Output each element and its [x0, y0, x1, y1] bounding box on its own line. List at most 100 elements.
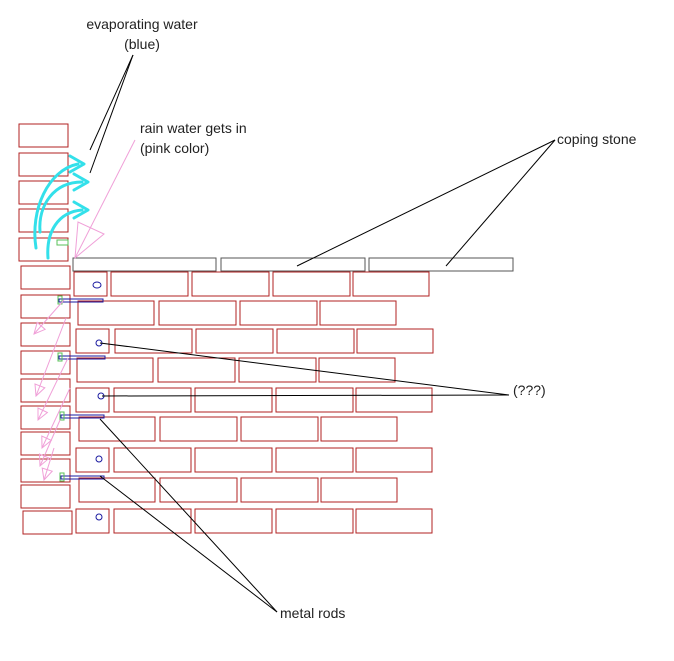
wall-fixtures	[56, 239, 106, 521]
leader-line	[99, 342, 510, 396]
wall-brick	[159, 477, 238, 503]
wall-brick	[20, 322, 71, 347]
wall-brick	[272, 271, 351, 297]
rod-plate	[56, 239, 69, 246]
rain-arrowhead	[33, 321, 47, 335]
wall-brick	[240, 416, 319, 442]
wall-brick	[194, 508, 273, 534]
wall-brick	[275, 447, 354, 473]
wall-brick	[320, 477, 398, 503]
rain-arrow	[35, 317, 67, 397]
wall-brick	[75, 447, 110, 473]
rod-plate	[59, 411, 65, 421]
metal-rod	[60, 414, 105, 419]
wall-brick	[20, 378, 71, 403]
wall-brick	[18, 123, 69, 148]
wall-brick	[75, 328, 110, 354]
rain-arrowhead	[37, 407, 49, 422]
brick-wall	[18, 123, 434, 535]
wall-brick	[20, 265, 71, 290]
wall-brick	[318, 357, 396, 383]
wall-brick	[238, 357, 317, 383]
anchor-circle	[95, 455, 103, 463]
rod-plate	[57, 352, 63, 362]
coping-stone	[72, 257, 217, 272]
metal-rod	[58, 355, 106, 360]
leader-line	[89, 54, 134, 151]
wall-brick	[355, 508, 433, 534]
anchor-circle	[95, 513, 103, 521]
wall-brick	[18, 152, 69, 177]
coping-stones	[72, 257, 514, 272]
rain-arrowhead	[41, 467, 54, 482]
wall-brick	[276, 328, 355, 354]
leader-line	[445, 139, 556, 267]
evaporation-arrow	[33, 162, 80, 250]
wall-brick	[239, 300, 318, 326]
wall-brick	[191, 271, 270, 297]
coping-stone	[220, 257, 366, 272]
metal-rod	[58, 298, 104, 303]
rain-arrowhead	[34, 383, 46, 398]
leader-lines	[89, 54, 556, 613]
wall-brick	[240, 477, 319, 503]
wall-brick	[75, 387, 110, 413]
evaporation-arrow	[38, 180, 84, 234]
anchor-oval	[92, 281, 102, 289]
metal-rods-label: metal rods	[280, 605, 346, 621]
wall-brick	[113, 387, 192, 413]
wall-brick	[113, 447, 192, 473]
wall-brick	[18, 237, 69, 262]
evaporation-arrowhead	[72, 172, 90, 192]
wall-brick	[20, 431, 71, 456]
rain-arrow	[37, 357, 69, 421]
rain-arrowhead	[74, 221, 105, 260]
unknown-label: (???)	[513, 382, 546, 398]
wall-brick	[110, 271, 189, 297]
evaporating-water-label-line1: evaporating water	[86, 16, 198, 32]
rain-water-label: rain water gets in (pink color)	[140, 118, 247, 158]
wall-brick	[20, 458, 71, 483]
wall-brick	[355, 447, 433, 473]
leader-line	[101, 394, 510, 397]
wall-brick	[20, 350, 71, 375]
rod-plate	[59, 472, 65, 482]
evaporation-arrow	[46, 208, 84, 260]
wall-brick	[355, 387, 433, 413]
evaporation-arrowhead	[72, 200, 90, 220]
metal-rod	[60, 475, 105, 480]
wall-brick	[75, 508, 110, 534]
water-arrows	[33, 139, 136, 482]
wall-brick	[275, 508, 354, 534]
wall-brick	[77, 300, 155, 326]
wall-brick	[20, 484, 71, 509]
coping-stone	[368, 257, 514, 272]
evaporating-water-label-line2: (blue)	[124, 36, 160, 52]
wall-brick	[114, 328, 193, 354]
wall-brick	[194, 447, 273, 473]
rain-water-label-line2: (pink color)	[140, 140, 210, 156]
wall-brick	[73, 271, 108, 297]
wall-brick	[76, 357, 154, 383]
wall-brick	[158, 300, 237, 326]
leader-line	[99, 475, 278, 613]
rain-arrow	[33, 299, 65, 335]
wall-brick	[159, 416, 238, 442]
rain-arrowhead	[38, 453, 51, 468]
wall-brick	[78, 477, 156, 503]
rain-arrowhead	[41, 435, 53, 450]
wall-brick	[320, 416, 398, 442]
wall-brick	[194, 387, 273, 413]
wall-brick	[319, 300, 397, 326]
evaporating-water-label: evaporating water (blue)	[72, 14, 212, 54]
evaporation-arrowhead	[68, 154, 86, 174]
wall-brick	[78, 416, 156, 442]
wall-brick	[195, 328, 274, 354]
wall-brick	[20, 294, 71, 319]
wall-brick	[22, 510, 73, 535]
wall-brick	[275, 387, 354, 413]
leader-line	[89, 54, 134, 174]
rain-arrow	[39, 419, 61, 467]
rain-water-label-line1: rain water gets in	[140, 120, 247, 136]
